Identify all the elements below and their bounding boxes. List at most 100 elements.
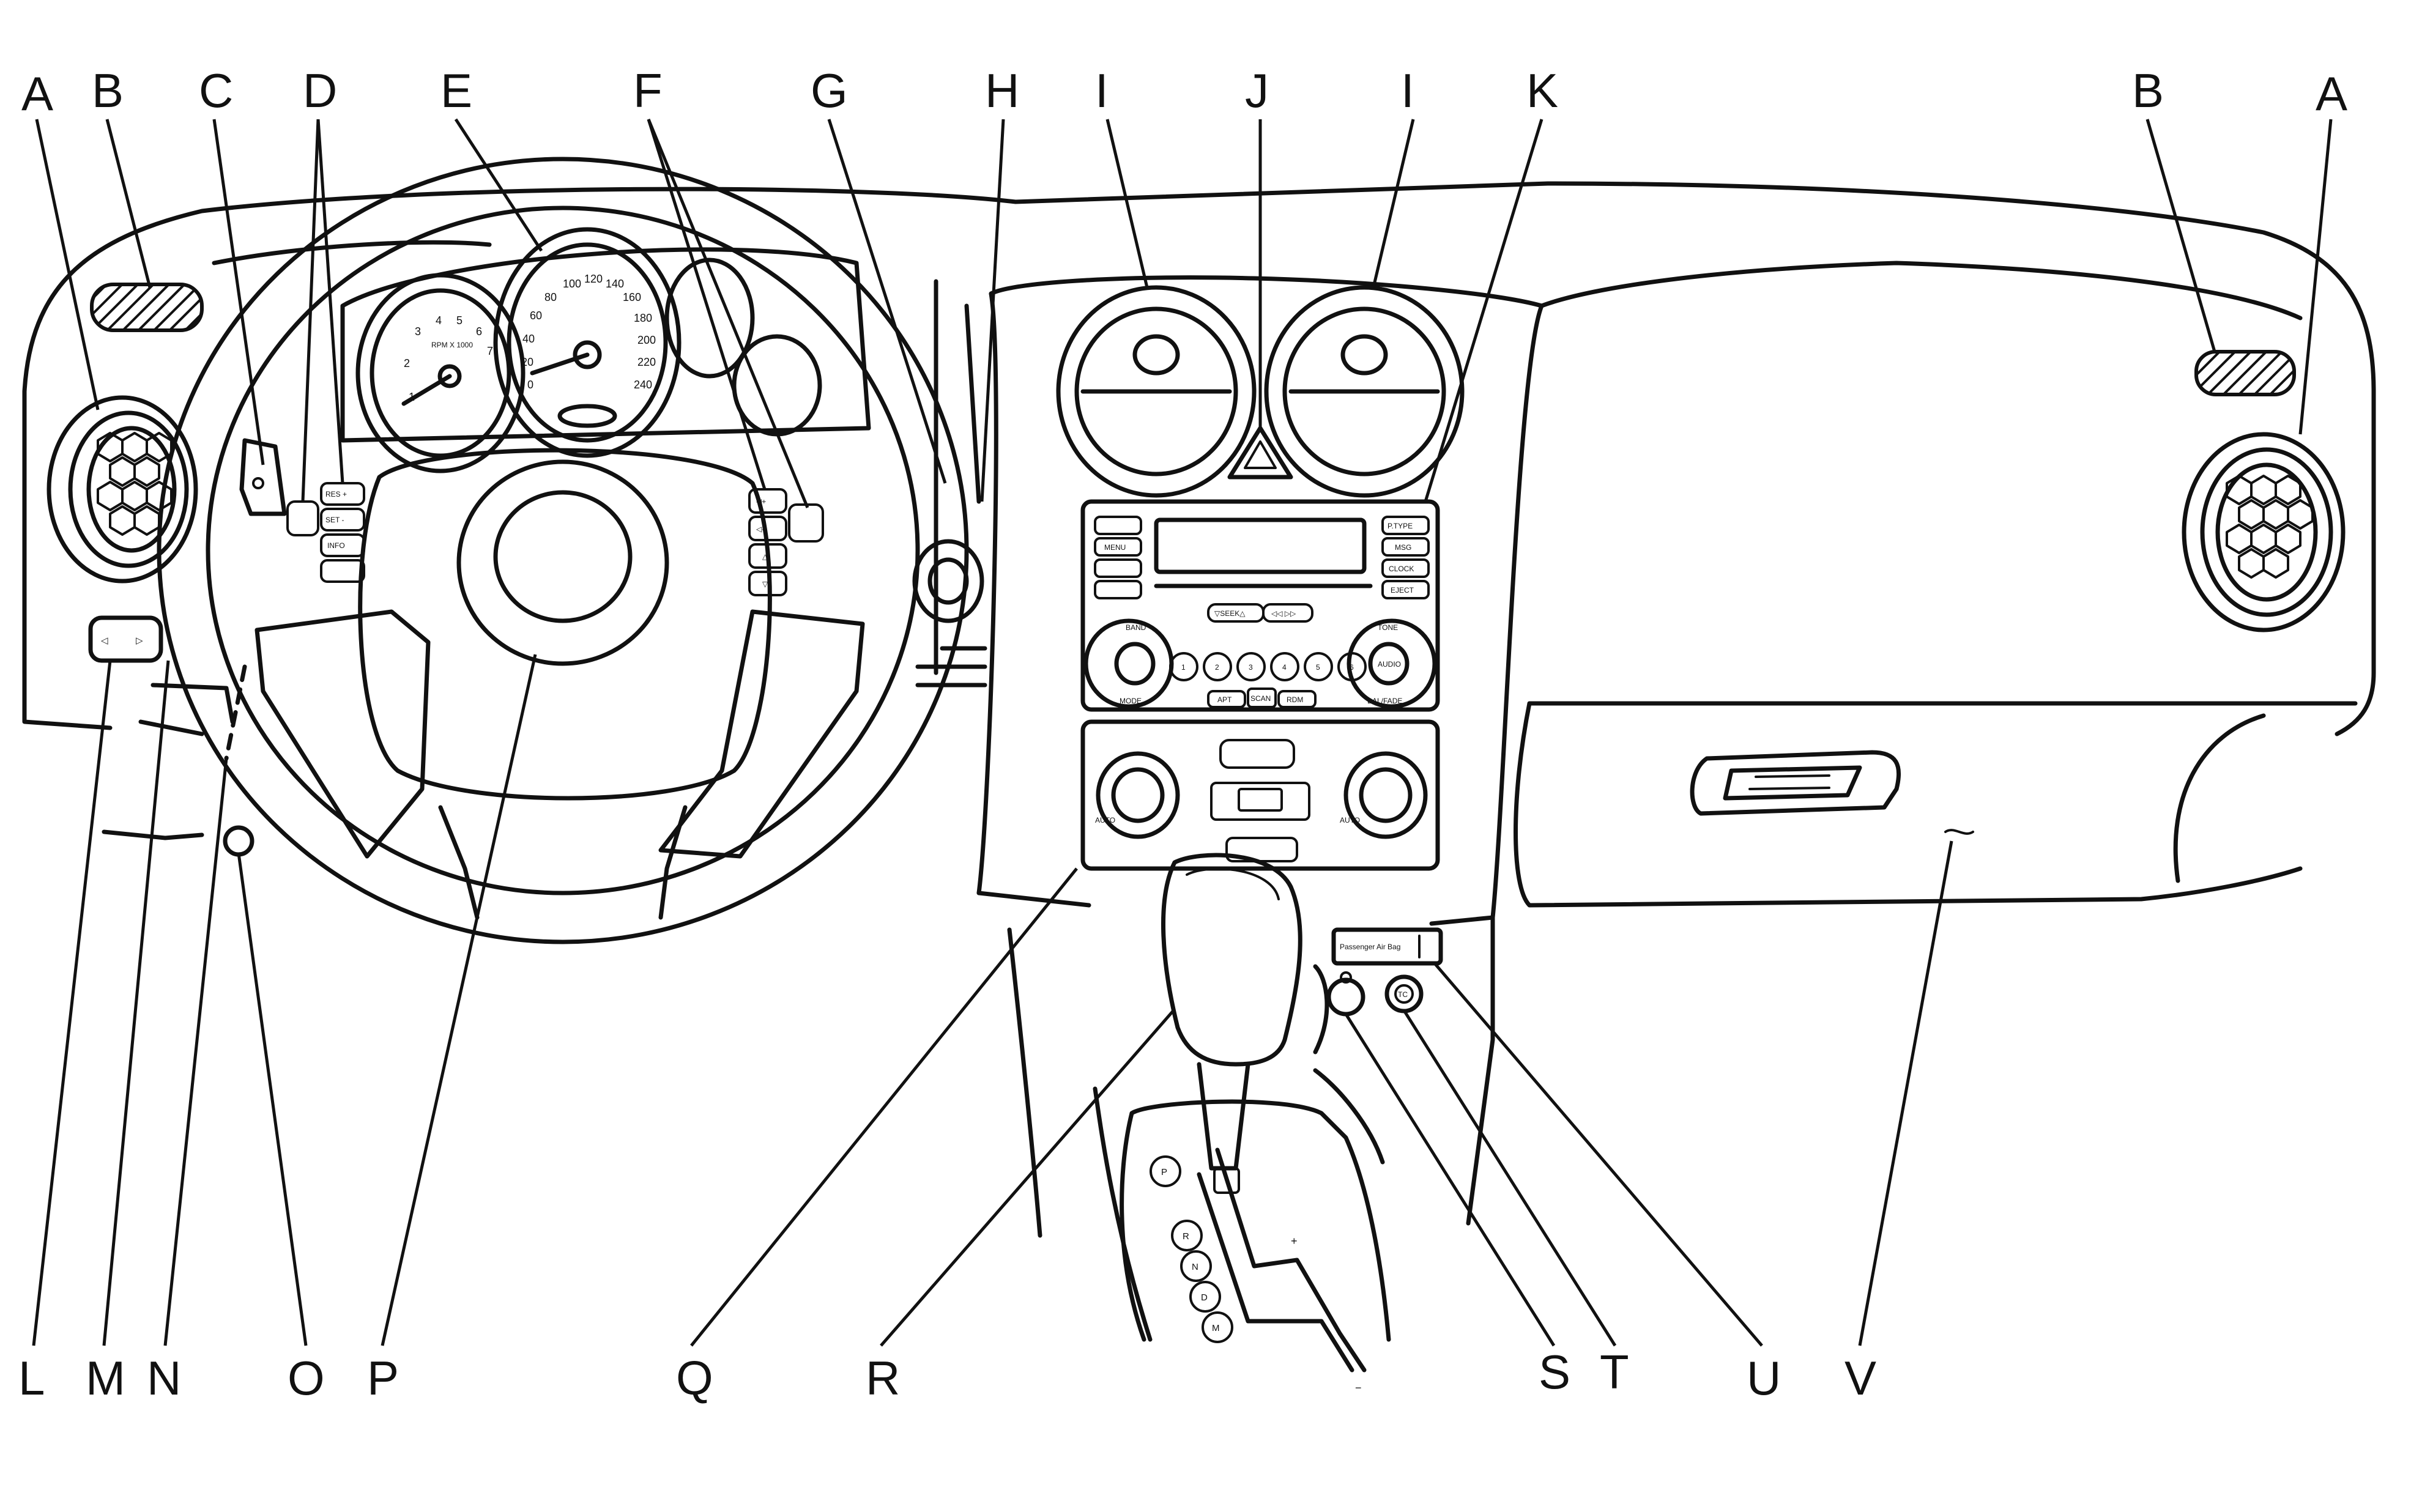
callout-r: R (866, 1351, 900, 1405)
radio-track-label: ◁◁ ▷▷ (1271, 609, 1296, 618)
callout-f: F (633, 64, 663, 117)
callout-l: L (18, 1351, 45, 1405)
climate-left-auto-label: AUTO (1095, 816, 1115, 825)
speed-tick: 20 (521, 356, 533, 368)
callout-k: K (1526, 64, 1558, 117)
radio-balfade-label: BAL/FADE (1367, 697, 1402, 705)
steering-wheel-cruise-controls[interactable]: RES + SET - INFO (286, 482, 365, 583)
lamp-right-arrow: ▷ (136, 636, 143, 646)
speed-tick: 0 (527, 379, 533, 391)
preset-label: 2 (1215, 663, 1219, 672)
info-button-label: INFO (327, 541, 345, 550)
shift-lever[interactable] (1161, 853, 1302, 1194)
callout-v: V (1844, 1351, 1876, 1405)
cruise-resume-label: RES + (325, 490, 347, 498)
callout-j: J (1245, 64, 1269, 117)
callout-g: G (811, 64, 848, 117)
callout-labels: A B C D E F G H I J I K B A L M N O P Q … (18, 64, 2347, 1405)
exterior-lamp-controls[interactable]: ◁ ▷ (88, 615, 163, 663)
callout-q: Q (676, 1351, 713, 1405)
preset-label: 3 (1249, 663, 1253, 672)
traction-control-button[interactable]: TC (1384, 974, 1424, 1014)
speed-tick: 40 (522, 333, 535, 345)
tach-tick: 6 (476, 325, 482, 338)
callout-a-left: A (21, 67, 53, 120)
tach-tick: 3 (415, 325, 421, 338)
volume-down-label: ◁- (756, 525, 764, 533)
center-air-vents (1056, 285, 1465, 498)
speed-tick: 160 (623, 291, 641, 303)
gear-r-label: R (1183, 1231, 1189, 1242)
callout-s: S (1539, 1345, 1570, 1399)
hazard-warning-button[interactable] (1227, 426, 1293, 480)
steering-wheel-audio-controls[interactable]: ◁+ ◁- △ ▽ (748, 488, 824, 596)
callout-i-right: I (1401, 64, 1414, 117)
airbag-status-label: Passenger Air Bag (1340, 943, 1400, 951)
callout-o: O (288, 1351, 325, 1405)
callout-b-left: B (92, 64, 124, 117)
tach-tick: 2 (404, 357, 410, 369)
radio-mode-label: MODE (1120, 697, 1142, 705)
radio-apt-label: APT (1217, 695, 1232, 704)
gear-n-label: N (1192, 1262, 1198, 1272)
speed-tick: 60 (530, 309, 542, 322)
callout-i-left: I (1095, 64, 1109, 117)
tach-tick: 5 (456, 314, 463, 327)
tach-unit: RPM X 1000 (431, 341, 473, 349)
callout-m: M (86, 1351, 125, 1405)
preset-label: 6 (1350, 663, 1354, 672)
preset-label: 4 (1282, 663, 1287, 672)
instrument-cluster (340, 227, 871, 473)
callout-leaders (32, 118, 2333, 1347)
radio-msg-label: MSG (1395, 543, 1411, 552)
speed-tick: 200 (637, 334, 656, 346)
left-side-window-defogger (90, 283, 204, 332)
radio-tone-label: TONE (1378, 623, 1398, 632)
audio-system[interactable]: MENU P.TYPE MSG CLOCK EJECT ▽SEEK△ ◁◁ ▷▷… (1080, 499, 1440, 712)
callout-n: N (147, 1351, 181, 1405)
lamp-left-arrow: ◁ (101, 636, 108, 646)
radio-menu-label: MENU (1104, 543, 1126, 552)
radio-band-label: BAND (1126, 623, 1146, 632)
cruise-set-label: SET - (325, 516, 344, 524)
climate-control-system[interactable]: AUTO AUTO (1080, 719, 1440, 871)
preset-label: 1 (1181, 663, 1186, 672)
callout-b-right: B (2132, 64, 2164, 117)
radio-audio-label: AUDIO (1378, 660, 1401, 669)
seek-up-label: △ (762, 552, 768, 561)
radio-preset-buttons[interactable]: 1 2 3 4 5 6 (1169, 652, 1367, 681)
radio-seek-label: ▽SEEK△ (1214, 609, 1246, 618)
shift-gate: + − (1120, 1099, 1391, 1394)
radio-ptype-label: P.TYPE (1388, 522, 1413, 530)
speed-tick: 120 (584, 273, 603, 285)
hood-release[interactable] (223, 825, 254, 857)
speed-tick: 80 (544, 291, 557, 303)
volume-up-label: ◁+ (756, 497, 766, 506)
speedometer-scale: 0 20 40 60 80 100 120 140 160 180 200 22… (521, 273, 656, 391)
data-link-connector-line (224, 664, 247, 761)
tachometer-scale: 1 2 3 4 5 6 7 RPM X 1000 (404, 314, 493, 403)
tach-tick: 7 (487, 345, 493, 357)
callout-e: E (440, 64, 472, 117)
callout-a-right: A (2316, 67, 2347, 120)
passenger-airbag-status-indicator: Passenger Air Bag (1331, 927, 1443, 966)
glove-box[interactable] (1690, 750, 1974, 835)
turn-signal-lever[interactable] (239, 438, 287, 516)
speed-tick: 220 (637, 356, 656, 368)
ignition-switch[interactable] (912, 303, 984, 623)
callout-u: U (1747, 1351, 1781, 1405)
shift-position-indicators: P R N D M (1150, 1155, 1233, 1343)
gear-p-label: P (1161, 1167, 1167, 1177)
speed-tick: 140 (606, 278, 624, 290)
preset-label: 5 (1316, 663, 1320, 672)
gear-d-label: D (1201, 1292, 1208, 1303)
gear-m-label: M (1212, 1323, 1220, 1333)
right-side-window-defogger (2194, 350, 2296, 396)
accessory-power-outlet[interactable] (1326, 971, 1365, 1017)
radio-clock-label: CLOCK (1389, 565, 1414, 573)
callout-t: T (1600, 1345, 1629, 1399)
speed-tick: 100 (563, 278, 581, 290)
speed-tick: 240 (634, 379, 652, 391)
tach-tick: 4 (436, 314, 442, 327)
